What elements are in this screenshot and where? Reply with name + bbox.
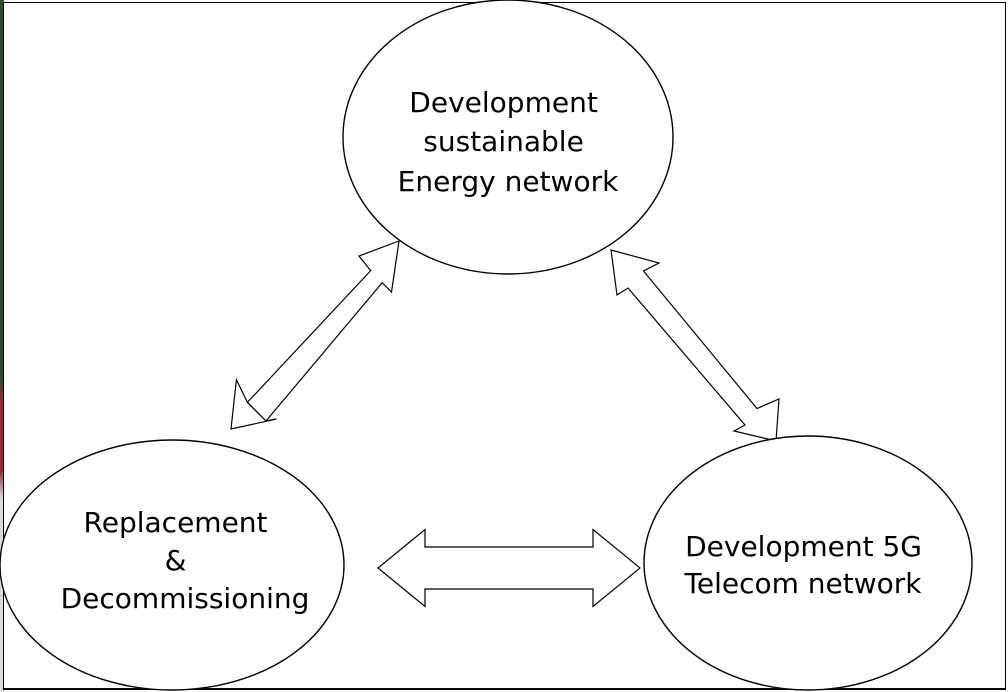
node-energy-line-3: Energy network [398,165,619,198]
arrow-replacement-telecom [377,528,641,608]
node-replacement-line-2: & [165,544,187,577]
node-telecom-line-1: Development 5G [685,530,922,563]
edge-strip [0,0,4,692]
node-energy-line-1: Development [409,86,598,119]
node-energy-line-2: sustainable [423,125,584,158]
node-replacement-line-3: Decommissioning [61,582,310,615]
node-telecom-label: Development 5G Telecom network [684,530,931,600]
node-replacement-line-1: Replacement [84,506,268,539]
node-replacement-label: Replacement & Decommissioning [61,506,310,615]
arrow-energy-telecom [610,249,780,442]
arrow-energy-replacement [246,240,400,422]
node-telecom-ellipse [643,435,973,691]
node-energy-label: Development sustainable Energy network [398,86,619,198]
node-replacement-ellipse [0,439,345,691]
arrow-replacement-energy-head [230,377,277,430]
node-telecom-line-2: Telecom network [684,567,923,600]
node-energy-ellipse [342,0,674,275]
